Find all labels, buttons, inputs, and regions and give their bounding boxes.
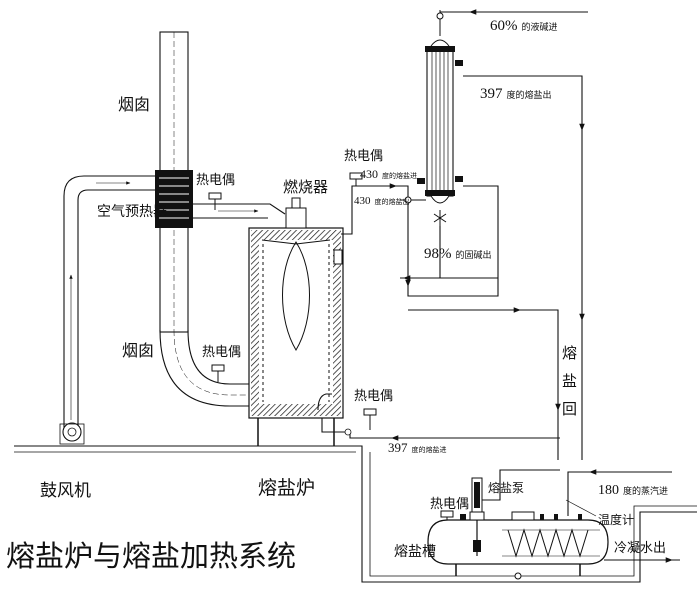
label-salt-pump: 熔盐泵 bbox=[488, 480, 524, 495]
stream-lye-in-text: 的液碱进 bbox=[522, 21, 558, 33]
labels: 烟囱 烟囱 空气预热器 热电偶 燃烧器 热电偶 热电偶 热电偶 热电偶 鼓风机 … bbox=[6, 17, 668, 573]
stream-lye-in: 60% 的液碱进 bbox=[490, 17, 558, 34]
stream-salt-397-in-text: 度的熔盐进 bbox=[412, 445, 447, 454]
label-thermocouple-5: 热电偶 bbox=[430, 497, 469, 512]
stream-lye-in-num: 60% bbox=[490, 18, 518, 34]
piping bbox=[372, 9, 680, 563]
label-burner: 燃烧器 bbox=[283, 178, 328, 196]
air-preheater bbox=[155, 170, 193, 228]
stream-salt-430b-text: 度的熔盐出 bbox=[375, 197, 410, 206]
stream-solid-out-num: 98% bbox=[424, 246, 452, 262]
stream-steam-in-num: 180 bbox=[598, 483, 619, 498]
label-chimney-bottom: 烟囱 bbox=[122, 341, 154, 360]
stream-steam-in: 180 度的蒸汽进 bbox=[598, 481, 668, 498]
thermocouples bbox=[208, 172, 454, 526]
furnace bbox=[248, 185, 560, 446]
label-chimney-top: 烟囱 bbox=[118, 95, 150, 114]
leaders bbox=[565, 499, 597, 517]
label-air-preheater: 空气预热器 bbox=[97, 204, 167, 220]
diagram-title: 熔盐炉与熔盐加热系统 bbox=[6, 539, 296, 573]
stream-salt-397-in: 397 度的熔盐进 bbox=[388, 439, 447, 456]
label-salt-return-3: 回 bbox=[562, 400, 577, 418]
label-thermocouple-3: 热电偶 bbox=[202, 345, 241, 360]
label-thermocouple-1: 热电偶 bbox=[196, 173, 235, 188]
label-salt-return-1: 熔 bbox=[562, 344, 577, 362]
label-salt-return-2: 盐 bbox=[562, 372, 577, 390]
ground bbox=[14, 445, 697, 583]
label-thermocouple-2: 热电偶 bbox=[344, 149, 383, 164]
evaporator bbox=[417, 10, 463, 226]
stream-salt-430a-num: 430 bbox=[360, 167, 378, 181]
air-duct bbox=[63, 175, 286, 428]
label-salt-tank: 熔盐槽 bbox=[394, 544, 436, 560]
stream-salt-430b: 430 度的熔盐出 bbox=[354, 191, 410, 208]
salt-pump bbox=[469, 469, 560, 556]
label-thermometer: 温度计 bbox=[598, 512, 634, 527]
stream-salt-out: 397 度的熔盐出 bbox=[480, 85, 552, 102]
stream-salt-430a: 430 度的熔盐进 bbox=[360, 165, 417, 182]
stream-salt-out-num: 397 bbox=[480, 86, 503, 102]
stream-salt-out-text: 度的熔盐出 bbox=[507, 89, 552, 101]
label-thermocouple-4: 热电偶 bbox=[354, 389, 393, 404]
stream-salt-430a-text: 度的熔盐进 bbox=[382, 171, 417, 180]
stream-salt-397-in-num: 397 bbox=[388, 440, 408, 455]
stream-solid-out-text: 的固碱出 bbox=[456, 249, 492, 261]
salt-tank bbox=[427, 511, 609, 580]
label-furnace: 熔盐炉 bbox=[258, 477, 315, 499]
label-condensate-out: 冷凝水出 bbox=[614, 540, 666, 556]
stream-steam-in-text: 度的蒸汽进 bbox=[623, 485, 668, 497]
blower bbox=[59, 422, 85, 445]
stream-salt-430b-num: 430 bbox=[354, 195, 371, 207]
label-blower: 鼓风机 bbox=[40, 481, 91, 501]
stream-solid-out: 98% 的固碱出 bbox=[424, 245, 492, 262]
